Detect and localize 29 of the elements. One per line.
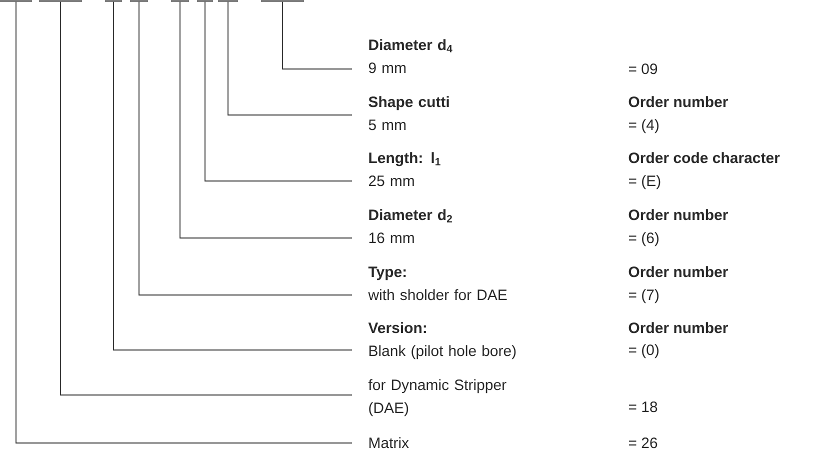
order-code-text: Order number xyxy=(628,96,728,108)
leader-line xyxy=(180,1,352,238)
order-code-text: Order number xyxy=(628,209,728,220)
spec-text: Type: with sholder for DAE xyxy=(368,266,507,300)
order-code-text: = (6) xyxy=(628,232,659,246)
spec-text: Version: Blank (pilot hole bore) xyxy=(368,322,516,360)
leader-line xyxy=(138,1,352,296)
spec-text: for Dynamic Stripper (DAE) xyxy=(368,379,506,416)
order-code-text: = (7) xyxy=(628,289,659,304)
leader-line xyxy=(60,1,352,396)
order-code-text: = (4) xyxy=(628,119,659,134)
leader-line xyxy=(282,1,352,70)
spec-text: Matrix xyxy=(369,437,409,448)
order-code-text: Order number xyxy=(628,266,728,278)
order-code-text: = (0) xyxy=(628,344,659,358)
order-code-text: = (E) xyxy=(628,175,660,190)
leader-line xyxy=(113,1,352,350)
order-code-text: = 26 xyxy=(628,438,658,448)
order-code-text: Order number xyxy=(628,322,728,334)
leader-line xyxy=(16,1,352,444)
spec-text: Diameter d$_{4}$ 9 mm xyxy=(368,39,452,74)
spec-text: Diameter d$_{2}$ 16 mm xyxy=(369,209,452,244)
spec-text: Shape cutti 5 mm xyxy=(368,96,449,130)
order-code-text: = 09 xyxy=(628,64,658,74)
spec-text: Length: l$_{1}$ 25 mm xyxy=(368,152,440,186)
order-code-text: Order code character xyxy=(628,152,780,164)
leader-line xyxy=(204,1,352,182)
leader-line xyxy=(228,1,352,116)
order-code-text: = 18 xyxy=(628,402,658,412)
